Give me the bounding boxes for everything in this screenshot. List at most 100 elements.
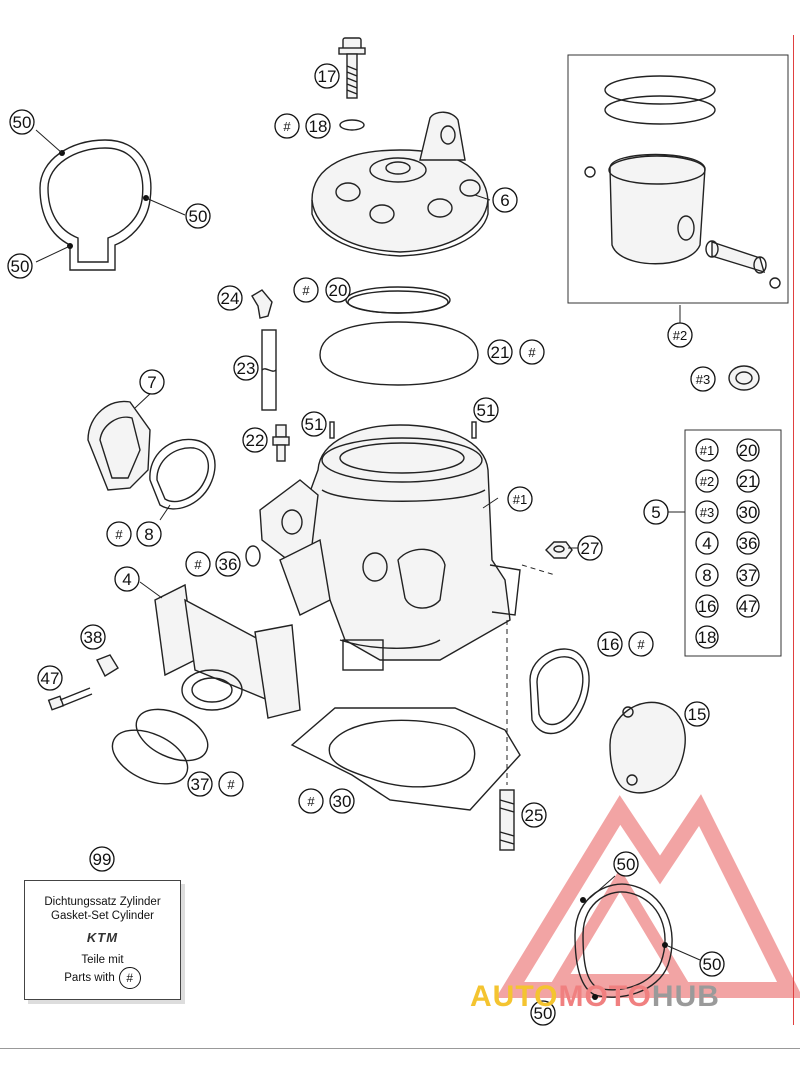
kit-cell-5-0: 16 — [698, 597, 717, 616]
intake-flange-4 — [154, 583, 301, 719]
o-ring-20-inner — [347, 290, 449, 314]
label-hash-21: # — [528, 345, 536, 360]
nut-27 — [545, 541, 573, 559]
label-hash-18: # — [283, 119, 291, 134]
label-16: 16 — [601, 635, 620, 654]
label-23: 23 — [237, 359, 256, 378]
gasket-8 — [149, 438, 216, 510]
label-6: 6 — [500, 191, 509, 210]
hose-23 — [261, 329, 277, 411]
page-bottom-rule — [0, 1048, 800, 1049]
kit-cell-3-1: 36 — [739, 534, 758, 553]
dowel-pin-51-b — [471, 421, 477, 439]
label-50-c: 50 — [11, 257, 30, 276]
watermark-text: AUTOMOTOHUB — [470, 980, 800, 1020]
bracket-38 — [96, 654, 119, 677]
label-47: 47 — [41, 669, 60, 688]
label-hash-8: # — [115, 527, 123, 542]
label-15: 15 — [688, 705, 707, 724]
o-ring-37-a — [135, 708, 209, 762]
label-51-b: 51 — [477, 401, 496, 420]
label-4: 4 — [122, 570, 131, 589]
watermark-logo — [495, 794, 800, 998]
label-hash-36: # — [194, 557, 202, 572]
ktm-logo: KTM — [86, 930, 119, 945]
watermark-auto: AUTO — [470, 980, 559, 1013]
o-ring-21 — [319, 321, 479, 386]
label-piston: #2 — [673, 328, 687, 343]
label-30: 30 — [333, 792, 352, 811]
label-20: 20 — [329, 281, 348, 300]
label-7: 7 — [147, 373, 156, 392]
label-hash-20: # — [302, 283, 310, 298]
kit-cell-4-0: 8 — [702, 566, 711, 585]
gasket-set-title-de: Dichtungssatz Zylinder — [44, 896, 161, 908]
gasket-50-top — [35, 129, 186, 271]
label-hash-30: # — [307, 794, 315, 809]
kit-cell-6-0: 18 — [698, 628, 717, 647]
bolt-17 — [338, 37, 366, 99]
label-21: 21 — [491, 343, 510, 362]
parts-with-hash: # — [118, 967, 141, 989]
kit-cell-5-1: 47 — [739, 597, 758, 616]
kit-cell-3-0: 4 — [702, 534, 711, 553]
base-gasket-30 — [290, 707, 521, 811]
label-cylinder: #1 — [513, 492, 527, 507]
cover-15 — [609, 701, 686, 794]
watermark-hub: HUB — [651, 980, 720, 1013]
label-22: 22 — [246, 431, 265, 450]
callouts: 50 50 50 17 # 18 6 # 20 24 21 # #2 23 #3… — [7, 63, 725, 1026]
parts-with-de: Teile mit — [81, 954, 124, 966]
label-hash-37: # — [227, 777, 235, 792]
kit-cell-1-1: 21 — [739, 472, 758, 491]
parts-with-en: Parts with# — [25, 967, 180, 989]
label-51-a: 51 — [305, 415, 324, 434]
leader-lines — [134, 194, 701, 961]
stud-25 — [499, 789, 515, 851]
fitting-24 — [251, 289, 273, 319]
label-27: 27 — [581, 539, 600, 558]
label-24: 24 — [221, 289, 240, 308]
dowel-pin-51-a — [329, 421, 335, 439]
gasket-set-title-en: Gasket-Set Cylinder — [51, 910, 154, 922]
label-25: 25 — [525, 806, 544, 825]
piston-kit-frame — [567, 54, 789, 304]
label-50-a: 50 — [13, 113, 32, 132]
kit-table-cells: #1 20 #2 21 #3 30 4 36 8 37 16 47 18 — [695, 438, 760, 649]
kit-cell-1-0: #2 — [700, 474, 714, 489]
cylinder-1 — [259, 424, 521, 671]
label-99: 99 — [93, 850, 112, 869]
washer-18 — [339, 119, 365, 131]
label-50-e: 50 — [703, 955, 722, 974]
kit-cell-2-1: 30 — [739, 503, 758, 522]
label-8: 8 — [144, 525, 153, 544]
o-ring-37-b — [111, 729, 189, 785]
label-18: 18 — [309, 117, 328, 136]
cylinder-head-6 — [311, 111, 489, 257]
kit-cell-4-1: 37 — [739, 566, 758, 585]
label-17: 17 — [318, 67, 337, 86]
label-5: 5 — [651, 503, 660, 522]
parts-with-en-text: Parts with — [64, 972, 115, 985]
watermark-moto: MOTO — [558, 980, 652, 1013]
page-edge-rule — [793, 35, 794, 1025]
kit-cell-0-0: #1 — [700, 443, 714, 458]
label-50-b: 50 — [189, 207, 208, 226]
bolt-47 — [47, 687, 93, 711]
gasket-50-bottom — [574, 883, 673, 1000]
label-38: 38 — [84, 628, 103, 647]
gasket-16 — [529, 648, 590, 735]
label-50-d: 50 — [617, 855, 636, 874]
label-37: 37 — [191, 775, 210, 794]
label-bearing: #3 — [696, 372, 710, 387]
label-hash-16: # — [637, 637, 645, 652]
fitting-22 — [272, 424, 290, 462]
gasket-set-box: Dichtungssatz Zylinder Gasket-Set Cylind… — [24, 880, 181, 1000]
needle-bearing — [728, 365, 760, 391]
water-cover-7 — [87, 400, 151, 491]
kit-cell-0-1: 20 — [739, 441, 758, 460]
kit-cell-2-0: #3 — [700, 505, 714, 520]
label-36: 36 — [219, 555, 238, 574]
label-50-f: 50 — [534, 1004, 553, 1023]
